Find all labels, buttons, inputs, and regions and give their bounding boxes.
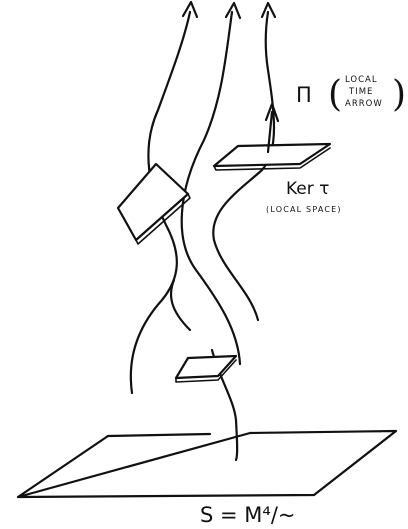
paren-open: ( xyxy=(328,74,342,115)
time-arrow xyxy=(264,102,280,154)
worldline-middle xyxy=(180,1,242,366)
plate-kernel xyxy=(212,142,332,171)
local-space-label: (LOCAL SPACE) xyxy=(266,205,342,214)
local-time-arrow-line-1: LOCAL xyxy=(345,75,378,85)
base-space-label: S = M⁴/~ xyxy=(200,503,295,527)
kernel-label: Ker τ xyxy=(286,179,329,199)
plate-left xyxy=(116,162,191,245)
local-time-arrow-line-3: ARROW xyxy=(345,99,383,109)
local-time-arrow-line-2: TIME xyxy=(348,87,373,97)
base-plane xyxy=(16,429,398,499)
plate-lower xyxy=(174,354,238,383)
tau-symbol-label: Π xyxy=(296,83,312,107)
worldline-left xyxy=(129,0,199,395)
worldline-right xyxy=(212,1,277,322)
paren-close: ) xyxy=(392,74,406,115)
